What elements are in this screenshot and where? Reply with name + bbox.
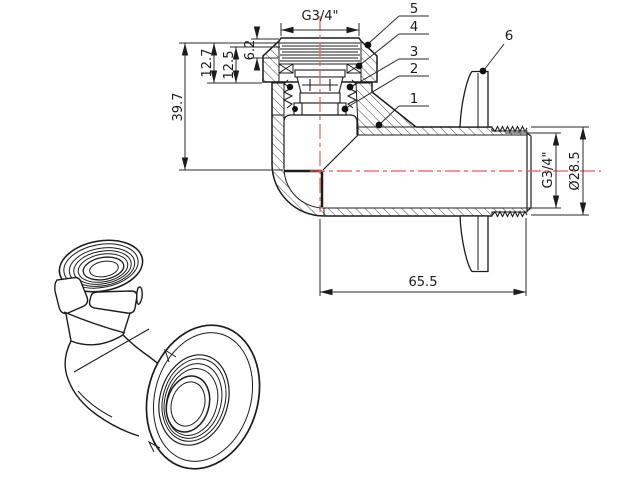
- callout-4: 4: [355, 19, 429, 70]
- dim-outlet-diameter-label: Ø28.5: [568, 151, 583, 190]
- callout-4-label: 4: [410, 19, 419, 35]
- iso-flange: [145, 324, 261, 470]
- male-thread-bottom: [491, 210, 528, 218]
- dim-overall-length-label: 65.5: [409, 275, 438, 290]
- iso-male-thread-stub: [147, 348, 230, 453]
- dim-thread-engagement-label: 6.2: [243, 40, 258, 61]
- escutcheon-section: [459, 70, 489, 273]
- iso-body-contour: [77, 390, 113, 418]
- dim-outlet-thread-label: G3/4": [541, 152, 556, 189]
- section-view: [262, 16, 601, 273]
- callout-2: 2: [341, 61, 429, 113]
- callout-3-label: 3: [410, 44, 419, 60]
- callout-1: 1: [375, 91, 429, 129]
- dimension-labels: G3/4" 39.7 12.7 12.5 6.2 65.5 G3/4" Ø28.…: [171, 9, 583, 290]
- pipe-end-face: [526, 132, 532, 212]
- dim-overall-height-label: 39.7: [171, 93, 186, 122]
- male-thread-top: [491, 125, 528, 133]
- section-hatching: [262, 39, 528, 217]
- bore-cavity-outline: [283, 114, 358, 168]
- dim-nut-height-label: 12.7: [200, 49, 215, 78]
- iso-thread-notches: [147, 348, 177, 453]
- part-callouts: 5 4 3 2 1 6: [341, 1, 514, 129]
- callout-6: 6: [479, 28, 514, 75]
- callout-3: 3: [346, 44, 429, 91]
- dim-inlet-thread-label: G3/4": [302, 9, 339, 24]
- callout-2-label: 2: [410, 61, 419, 77]
- callout-5: 5: [364, 1, 429, 49]
- dimension-lines: [181, 26, 587, 296]
- dim-union-depth-label: 12.5: [222, 51, 237, 80]
- iso-nut-neck: [65, 312, 131, 346]
- callout-6-label: 6: [505, 28, 514, 44]
- iso-nut-facets: [54, 276, 143, 315]
- iso-union-nut: [54, 239, 144, 334]
- bore-chamfer-edge: [322, 134, 359, 171]
- dimensions: G3/4" 39.7 12.7 12.5 6.2 65.5 G3/4" Ø28.…: [171, 9, 589, 296]
- iso-body-seam: [73, 328, 150, 373]
- callout-1-label: 1: [410, 91, 419, 107]
- spring-left: [282, 79, 294, 109]
- iso-elbow-body: [64, 312, 162, 437]
- callout-5-label: 5: [410, 1, 419, 17]
- extension-lines: [179, 23, 589, 296]
- isometric-view: [54, 239, 261, 470]
- centerlines: [310, 16, 601, 212]
